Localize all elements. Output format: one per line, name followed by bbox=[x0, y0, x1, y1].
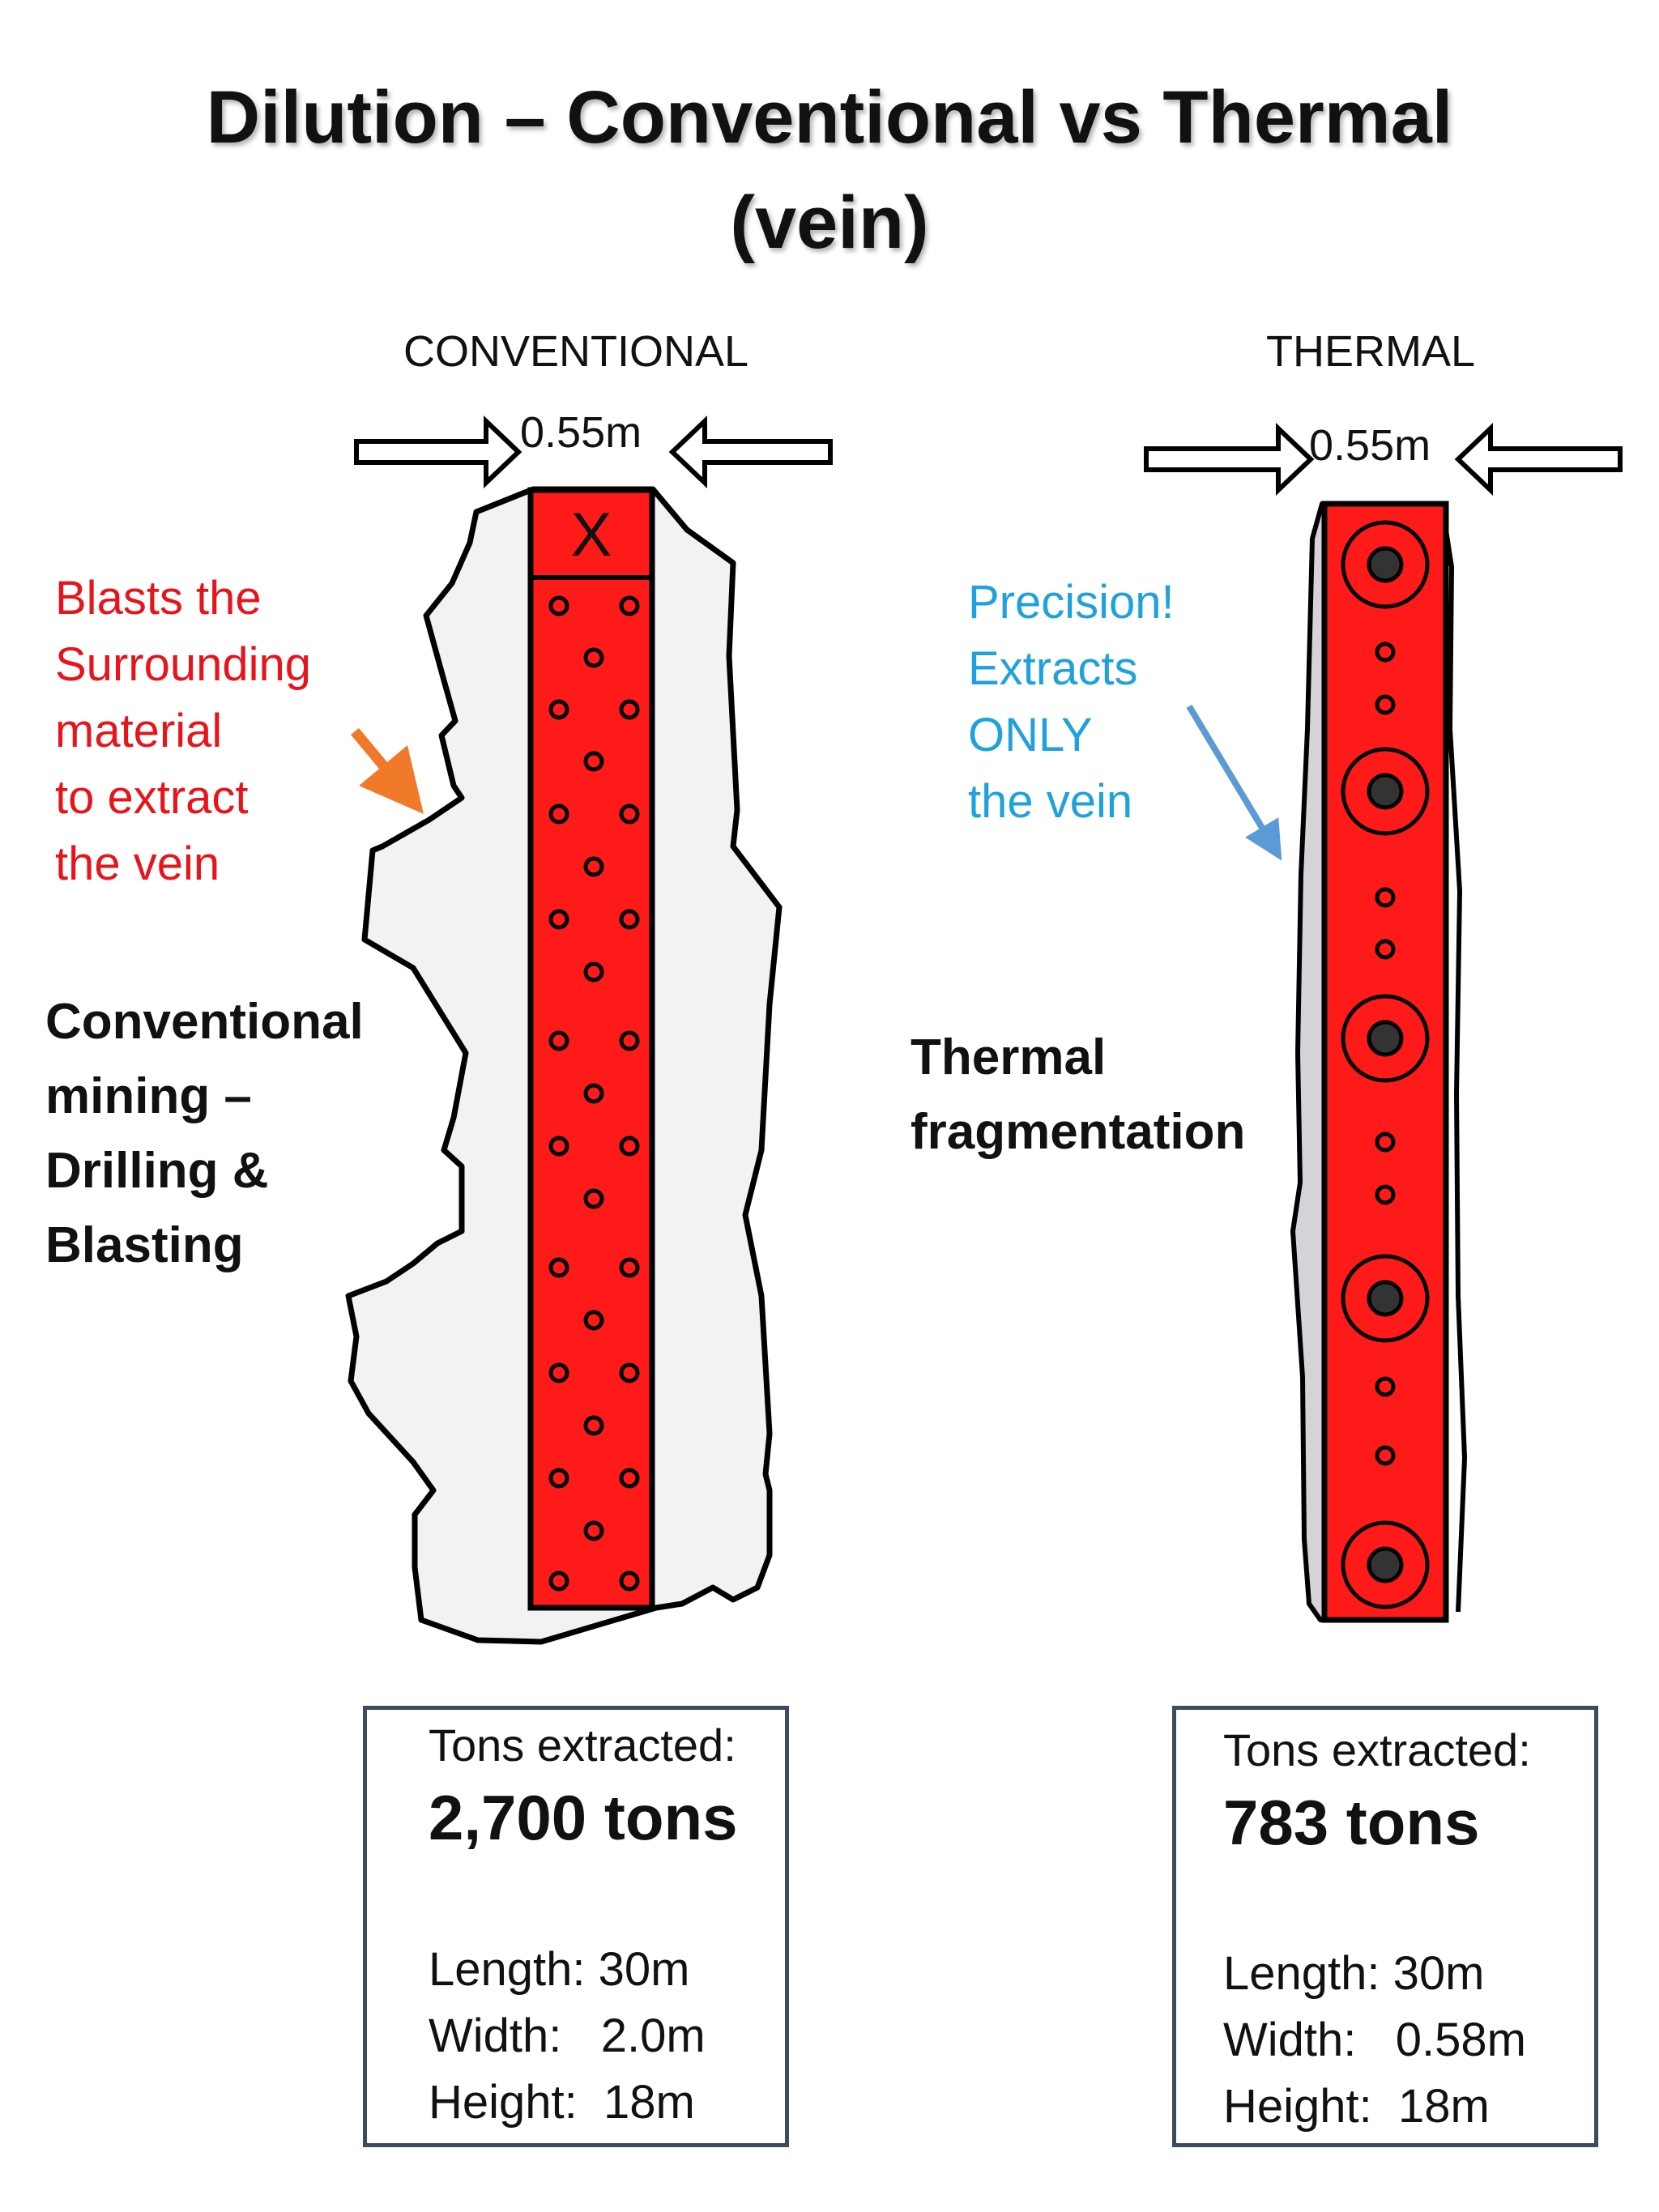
thermal-width-label: 0.55m bbox=[1309, 421, 1431, 470]
charge-mark: X bbox=[570, 501, 612, 569]
method-line: Thermal bbox=[911, 1029, 1107, 1085]
thermal-heading: THERMAL bbox=[1266, 327, 1476, 376]
conventional-method-label: Conventional mining – Drilling & Blastin… bbox=[45, 985, 364, 1283]
thermal-rock-right-edge bbox=[1439, 503, 1467, 1613]
blast-note-line: Surrounding bbox=[55, 638, 311, 691]
blue-pointer-arrow bbox=[1186, 704, 1282, 861]
blast-note-line: to extract bbox=[55, 771, 249, 824]
slide-title: Dilution – Conventional vs Thermal (vein… bbox=[0, 65, 1659, 275]
precision-note-line: ONLY bbox=[968, 709, 1093, 761]
length-spec: Length: 30m bbox=[429, 1943, 690, 1996]
blast-note: Blasts the Surrounding material to extra… bbox=[55, 565, 311, 897]
thermal-width-arrow-right bbox=[1454, 423, 1623, 496]
conventional-result-box: Tons extracted: 2,700 tons Length: 30m W… bbox=[363, 1706, 789, 2147]
title-line-1: Dilution – Conventional vs Thermal bbox=[206, 76, 1453, 159]
method-line: fragmentation bbox=[911, 1104, 1246, 1160]
method-line: Drilling & bbox=[45, 1143, 269, 1199]
orange-pointer-arrow bbox=[351, 727, 424, 814]
width-spec: Width: 0.58m bbox=[1223, 2014, 1526, 2066]
method-line: mining – bbox=[45, 1068, 252, 1124]
tons-value: 783 tons bbox=[1223, 1787, 1480, 1858]
width-arrow-left bbox=[354, 416, 522, 488]
height-spec: Height: 18m bbox=[429, 2076, 695, 2129]
thermal-vein bbox=[1321, 501, 1449, 1623]
tons-value: 2,700 tons bbox=[429, 1782, 738, 1853]
thermal-width-arrow-left bbox=[1144, 423, 1315, 496]
thermal-method-label: Thermal fragmentation bbox=[911, 1021, 1245, 1170]
blast-note-line: the vein bbox=[55, 837, 220, 890]
length-spec: Length: 30m bbox=[1223, 1947, 1485, 2000]
blast-note-line: material bbox=[55, 705, 223, 757]
width-arrow-right bbox=[668, 416, 833, 488]
thermal-small-holes bbox=[1375, 641, 1396, 1466]
precision-note: Precision! Extracts ONLY the vein bbox=[968, 569, 1175, 835]
burner-rings bbox=[1341, 520, 1430, 1609]
tons-label: Tons extracted: bbox=[1223, 1724, 1531, 1775]
tons-label: Tons extracted: bbox=[429, 1720, 736, 1771]
precision-note-line: Precision! bbox=[968, 576, 1175, 629]
blast-note-line: Blasts the bbox=[55, 572, 262, 624]
precision-note-line: Extracts bbox=[968, 642, 1138, 695]
height-spec: Height: 18m bbox=[1223, 2080, 1490, 2133]
title-line-2: (vein) bbox=[730, 181, 929, 264]
thermal-result-box: Tons extracted: 783 tons Length: 30m Wid… bbox=[1172, 1706, 1598, 2147]
conventional-width-label: 0.55m bbox=[520, 408, 642, 457]
drill-holes bbox=[548, 595, 640, 1592]
conventional-heading: CONVENTIONAL bbox=[403, 327, 749, 376]
precision-note-line: the vein bbox=[968, 775, 1133, 828]
method-line: Conventional bbox=[45, 994, 364, 1050]
method-line: Blasting bbox=[45, 1217, 244, 1273]
width-spec: Width: 2.0m bbox=[429, 2010, 706, 2062]
